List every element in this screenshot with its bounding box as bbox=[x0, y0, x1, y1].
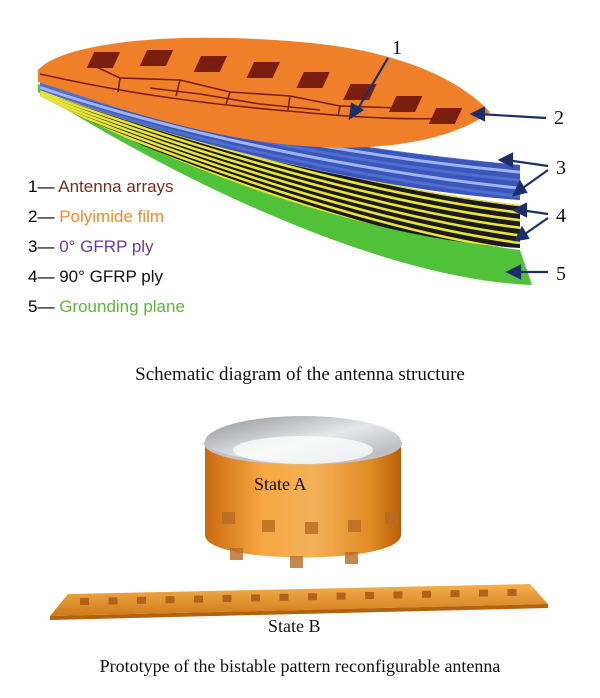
strip-patch bbox=[308, 593, 317, 601]
strip-patch bbox=[479, 589, 488, 597]
antenna-patch bbox=[193, 56, 228, 72]
legend-item-grounding-plane: 5— Grounding plane bbox=[28, 297, 185, 316]
antenna-patch bbox=[428, 108, 463, 124]
prototype-caption: Prototype of the bistable pattern reconf… bbox=[99, 656, 501, 676]
yellow-ply-stripe bbox=[40, 93, 520, 230]
strip-patch bbox=[365, 592, 374, 599]
callout-5: 5 bbox=[556, 263, 566, 285]
legend-label: Grounding plane bbox=[59, 297, 185, 316]
yellow-ply-stripe bbox=[40, 91, 520, 222]
antenna-patch bbox=[343, 84, 377, 100]
antenna-patch bbox=[139, 50, 174, 66]
strip-patch bbox=[450, 590, 460, 598]
legend-label: 90° GFRP ply bbox=[59, 267, 164, 286]
yellow-ply-stripe bbox=[40, 96, 520, 237]
strip-patch bbox=[422, 590, 431, 598]
prototype-photo: State A State B bbox=[50, 416, 548, 636]
cylinder-patch bbox=[348, 520, 361, 532]
strip-patch bbox=[251, 594, 260, 602]
strip-patch bbox=[393, 591, 403, 599]
legend-item-antenna-arrays: 1— Antenna arrays bbox=[28, 177, 174, 196]
legend-item-0-gfrp-ply: 3— 0° GFRP ply bbox=[28, 237, 154, 256]
callout-arrows bbox=[348, 57, 549, 280]
antenna-patch bbox=[246, 62, 280, 78]
strip-patch bbox=[222, 595, 232, 602]
cylinder-patch bbox=[262, 520, 275, 532]
blue-ply-stripe bbox=[40, 89, 520, 198]
grounding-plane-layer bbox=[38, 84, 532, 285]
antenna-patch bbox=[86, 52, 121, 68]
antenna-patch bbox=[296, 72, 330, 88]
legend-label: 0° GFRP ply bbox=[59, 237, 154, 256]
yellow-ply-stripe bbox=[40, 98, 520, 245]
layer-schematic: 1 2 3 4 5 bbox=[38, 37, 566, 285]
cylinder-patch bbox=[305, 522, 318, 534]
strip-patch bbox=[165, 596, 175, 604]
cylinder-patch bbox=[290, 556, 303, 568]
callout-3: 3 bbox=[556, 157, 566, 179]
legend-label: Antenna arrays bbox=[58, 177, 174, 196]
legend-item-polyimide-film: 2— Polyimide film bbox=[28, 207, 165, 226]
strip-patch bbox=[507, 589, 517, 596]
strip-patch bbox=[336, 592, 346, 600]
state-b-label: State B bbox=[268, 616, 321, 636]
cylinder-patch bbox=[222, 512, 235, 524]
feed-network bbox=[39, 63, 451, 120]
callout-4: 4 bbox=[556, 205, 566, 227]
strip-patch bbox=[279, 593, 289, 601]
strip-patch bbox=[194, 595, 203, 603]
antenna-patch bbox=[388, 96, 423, 112]
blue-ply-stripe bbox=[40, 86, 520, 190]
strip-patch bbox=[137, 596, 146, 604]
legend-item-90-gfrp-ply: 4— 90° GFRP ply bbox=[28, 267, 164, 286]
strip-patch bbox=[108, 597, 118, 605]
layer-legend: 1— Antenna arrays 2— Polyimide film 3— 0… bbox=[28, 172, 185, 322]
state-b-strip bbox=[50, 584, 548, 620]
cylinder-patch bbox=[385, 512, 398, 524]
antenna-array-patches bbox=[86, 50, 463, 124]
legend-label: Polyimide film bbox=[59, 207, 165, 226]
strip-patch bbox=[80, 598, 89, 605]
cylinder-patch bbox=[230, 548, 243, 560]
callout-1: 1 bbox=[392, 37, 402, 59]
schematic-caption: Schematic diagram of the antenna structu… bbox=[135, 364, 465, 385]
callout-2: 2 bbox=[554, 107, 564, 129]
state-a-cylinder bbox=[203, 416, 403, 568]
state-a-label: State A bbox=[254, 474, 307, 494]
cylinder-patch bbox=[345, 552, 358, 564]
